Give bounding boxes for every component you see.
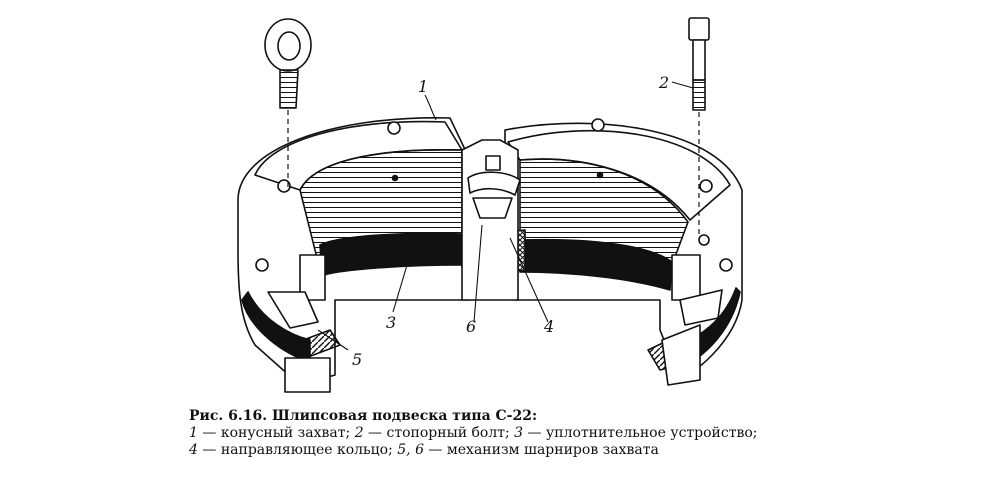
legend-number: 5, 6 [397,442,424,458]
legend-number: 2 [354,425,364,441]
legend-number: 4 [189,442,198,458]
legend-text: — направляющее кольцо; [197,442,398,458]
eye-bolt [264,18,312,190]
caption-title: Рис. 6.16. Шлипсовая подвеска типа С-22: [189,408,538,424]
legend-text: — конусный захват; [197,425,355,441]
legend-number: 3 [514,425,524,441]
callout-5: 5 [352,350,362,369]
caption-line-2: 4 — направляющее кольцо; 5, 6 — механизм… [189,442,969,459]
stopper-bolt [688,17,710,240]
legend-number: 1 [189,425,198,441]
left-half-slip [237,117,483,393]
callout-6: 6 [466,317,476,336]
legend-text: — стопорный болт; [363,425,515,441]
callout-2: 2 [658,73,669,92]
callout-4: 4 [543,317,554,336]
figure-caption: Рис. 6.16. Шлипсовая подвеска типа С-22:… [189,408,969,459]
center-hinge-mechanism [461,139,521,301]
leader-lines [317,81,694,351]
right-half-slip [504,118,743,386]
legend-text: — механизм шарниров захвата [423,442,659,458]
slip-hanger-drawing: 1 2 3 6 4 5 [237,17,743,393]
callout-1: 1 [418,77,428,96]
caption-line-1: 1 — конусный захват; 2 — стопорный болт;… [189,425,969,442]
callout-3: 3 [386,313,396,332]
legend-text: — уплотнительное устройство; [523,425,758,441]
